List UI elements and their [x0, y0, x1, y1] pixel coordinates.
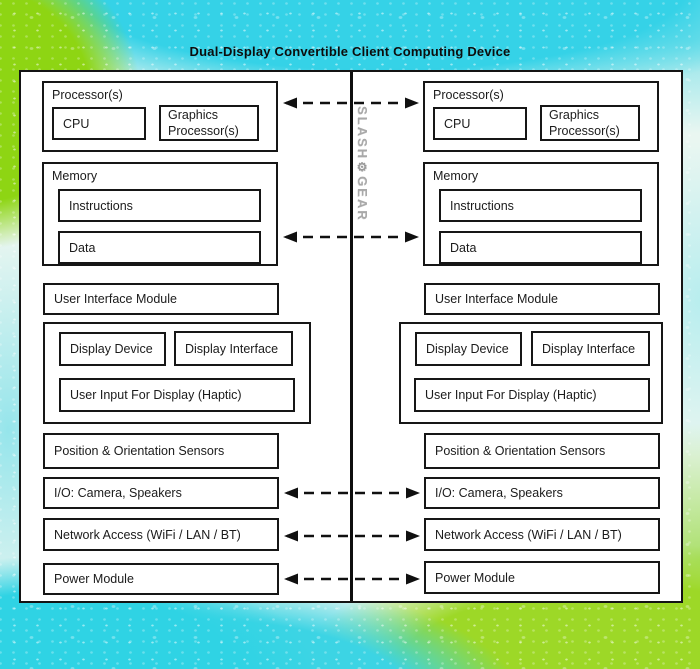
left-processor-label: Processor(s) [52, 88, 123, 102]
right-graphics-processor-box: Graphics Processor(s) [540, 105, 640, 141]
right-position-orientation-sensors-box: Position & Orientation Sensors [424, 433, 660, 469]
left-instructions-box: Instructions [58, 189, 261, 222]
right-user-interface-module-box: User Interface Module [424, 283, 660, 315]
right-display-device-box: Display Device [415, 332, 522, 366]
left-data-box: Data [58, 231, 261, 264]
left-graphics-processor-box: Graphics Processor(s) [159, 105, 259, 141]
left-user-input-haptic-box: User Input For Display (Haptic) [59, 378, 295, 412]
left-display-device-box: Display Device [59, 332, 166, 366]
watermark-text-gear: GEAR [355, 176, 370, 222]
right-power-module-box: Power Module [424, 561, 660, 594]
left-network-access-box: Network Access (WiFi / LAN / BT) [43, 518, 279, 551]
left-power-module-box: Power Module [43, 563, 279, 595]
right-instructions-box: Instructions [439, 189, 642, 222]
left-display-interface-box: Display Interface [174, 331, 293, 366]
right-memory-box: Memory Instructions Data [423, 162, 659, 266]
right-processor-box: Processor(s) CPU Graphics Processor(s) [423, 81, 659, 152]
left-processor-box: Processor(s) CPU Graphics Processor(s) [42, 81, 278, 152]
right-network-access-box: Network Access (WiFi / LAN / BT) [424, 518, 660, 551]
watermark-text-slash: SLASH [355, 106, 370, 161]
left-user-interface-module-box: User Interface Module [43, 283, 279, 315]
diagram-title: Dual-Display Convertible Client Computin… [189, 44, 511, 59]
right-display-interface-box: Display Interface [531, 331, 650, 366]
right-user-input-haptic-box: User Input For Display (Haptic) [414, 378, 650, 412]
gear-icon: ⚙ [355, 160, 369, 177]
slashgear-watermark: SLASH⚙GEAR [355, 106, 370, 266]
right-memory-label: Memory [433, 169, 479, 183]
right-io-camera-speakers-box: I/O: Camera, Speakers [424, 477, 660, 509]
right-display-group-box: Display Device Display Interface User In… [399, 322, 663, 424]
left-position-orientation-sensors-box: Position & Orientation Sensors [43, 433, 279, 469]
right-data-box: Data [439, 231, 642, 264]
left-io-camera-speakers-box: I/O: Camera, Speakers [43, 477, 279, 509]
right-cpu-box: CPU [433, 107, 527, 140]
left-display-group-box: Display Device Display Interface User In… [43, 322, 311, 424]
center-hinge-divider [350, 72, 353, 601]
device-outline-frame: SLASH⚙GEAR Processor(s) CPU Graphics Pro… [19, 70, 683, 603]
left-cpu-box: CPU [52, 107, 146, 140]
right-processor-label: Processor(s) [433, 88, 504, 102]
left-memory-label: Memory [52, 169, 98, 183]
left-memory-box: Memory Instructions Data [42, 162, 278, 266]
